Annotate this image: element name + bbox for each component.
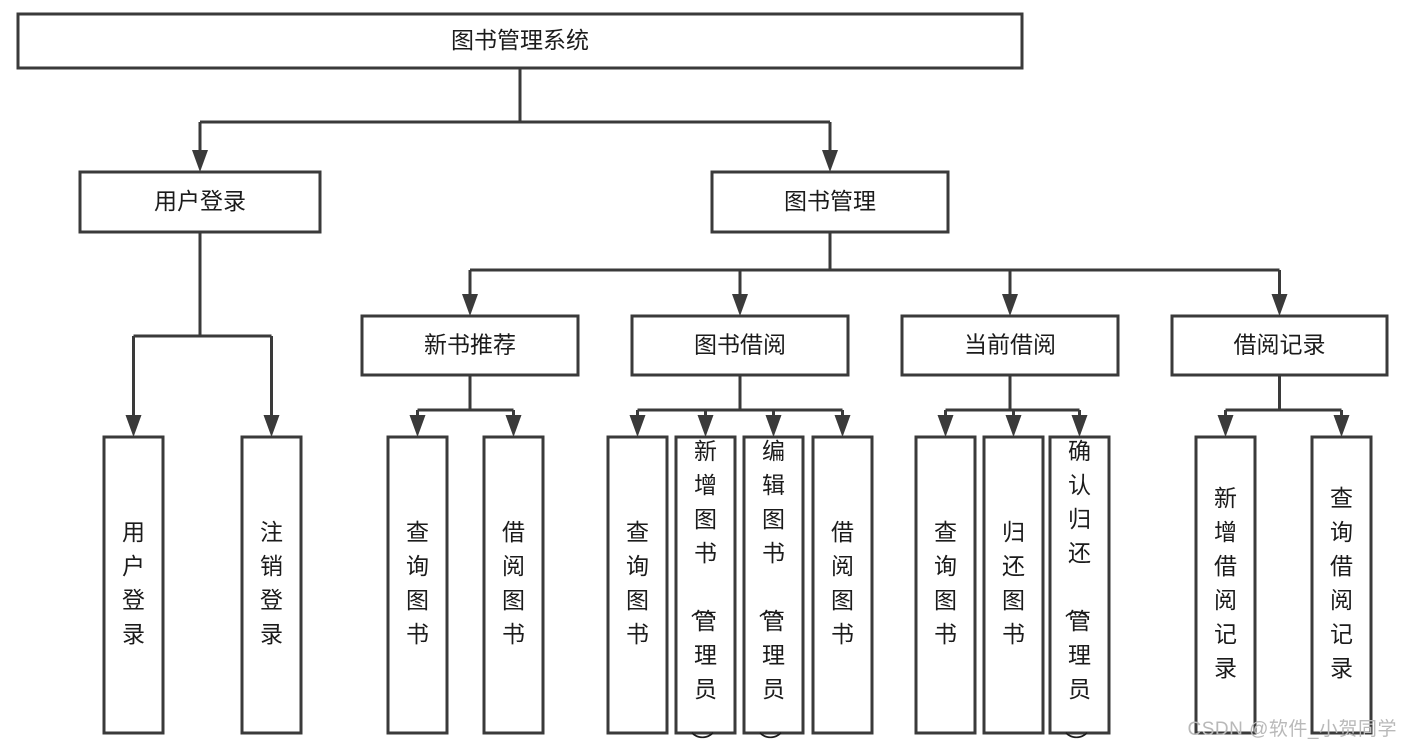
node-label-leaf-logout-login: 注销登录 bbox=[260, 519, 283, 647]
node-box-leaf-logout-login bbox=[240, 435, 303, 735]
node-new-book-recommend[interactable]: 新书推荐 bbox=[360, 314, 580, 377]
node-box-leaf-add-borrow-record bbox=[1194, 435, 1257, 735]
node-box-leaf-borrow-book bbox=[811, 435, 874, 735]
node-layer: 图书管理系统用户登录图书管理新书推荐图书借阅当前借阅借阅记录用户登录注销登录查询… bbox=[16, 12, 1389, 747]
node-box-new-book-recommend bbox=[360, 314, 580, 377]
node-box-leaf-query-book-rec bbox=[386, 435, 449, 735]
node-label-leaf-confirm-return-admin: 确认归还（管理员） bbox=[1063, 438, 1091, 747]
arrowhead-icon bbox=[1333, 415, 1350, 437]
node-box-leaf-confirm-return-admin bbox=[1048, 435, 1111, 735]
edge-layer bbox=[125, 68, 1350, 437]
node-label-current-borrow: 当前借阅 bbox=[964, 332, 1056, 358]
node-label-leaf-query-book-rec: 查询图书 bbox=[406, 519, 429, 647]
node-box-leaf-return-book bbox=[982, 435, 1045, 735]
edge-group-from-book-borrow bbox=[629, 375, 851, 437]
edge-group-from-new-book-recommend bbox=[409, 375, 522, 437]
node-root[interactable]: 图书管理系统 bbox=[16, 12, 1024, 70]
node-label-leaf-borrow-book-rec: 借阅图书 bbox=[502, 519, 525, 647]
arrowhead-icon bbox=[822, 150, 838, 172]
arrowhead-icon bbox=[765, 415, 782, 437]
node-book-borrow[interactable]: 图书借阅 bbox=[630, 314, 850, 377]
node-box-book-management bbox=[710, 170, 950, 234]
node-label-leaf-borrow-book: 借阅图书 bbox=[831, 519, 854, 647]
arrowhead-icon bbox=[937, 415, 954, 437]
node-label-leaf-user-login: 用户登录 bbox=[122, 519, 145, 647]
node-borrow-records[interactable]: 借阅记录 bbox=[1170, 314, 1389, 377]
edge-group-from-current-borrow bbox=[937, 375, 1088, 437]
arrowhead-icon bbox=[1217, 415, 1234, 437]
node-leaf-query-book-borrow[interactable]: 查询图书 bbox=[606, 435, 669, 735]
node-leaf-add-book-admin[interactable]: 新增图书（管理员） bbox=[674, 435, 737, 747]
arrowhead-icon bbox=[697, 415, 714, 437]
arrowhead-icon bbox=[629, 415, 646, 437]
node-leaf-user-login[interactable]: 用户登录 bbox=[102, 435, 165, 735]
node-box-leaf-add-book-admin bbox=[674, 435, 737, 735]
edge-group-from-user-login bbox=[125, 232, 280, 437]
node-box-leaf-edit-book-admin bbox=[742, 435, 805, 735]
node-label-book-borrow: 图书借阅 bbox=[694, 332, 786, 358]
arrowhead-icon bbox=[1271, 294, 1288, 316]
node-label-borrow-records: 借阅记录 bbox=[1234, 332, 1326, 358]
node-label-leaf-edit-book-admin: 编辑图书（管理员） bbox=[757, 438, 785, 747]
node-label-root: 图书管理系统 bbox=[451, 27, 589, 53]
node-box-current-borrow bbox=[900, 314, 1120, 377]
node-box-root bbox=[16, 12, 1024, 70]
node-leaf-query-book-rec[interactable]: 查询图书 bbox=[386, 435, 449, 735]
node-label-leaf-add-borrow-record: 新增借阅记录 bbox=[1214, 485, 1237, 681]
arrowhead-icon bbox=[1071, 415, 1088, 437]
node-label-leaf-query-book-borrow: 查询图书 bbox=[626, 519, 649, 647]
arrowhead-icon bbox=[1005, 415, 1022, 437]
arrowhead-icon bbox=[505, 415, 522, 437]
node-leaf-add-borrow-record[interactable]: 新增借阅记录 bbox=[1194, 435, 1257, 735]
node-box-user-login bbox=[78, 170, 322, 234]
node-user-login[interactable]: 用户登录 bbox=[78, 170, 322, 234]
node-box-book-borrow bbox=[630, 314, 850, 377]
node-book-management[interactable]: 图书管理 bbox=[710, 170, 950, 234]
node-label-leaf-return-book: 归还图书 bbox=[1002, 519, 1025, 647]
arrowhead-icon bbox=[125, 415, 142, 437]
node-leaf-borrow-book-rec[interactable]: 借阅图书 bbox=[482, 435, 545, 735]
node-label-leaf-query-book-current: 查询图书 bbox=[934, 519, 957, 647]
node-leaf-return-book[interactable]: 归还图书 bbox=[982, 435, 1045, 735]
edge-group-from-borrow-records bbox=[1217, 375, 1350, 437]
node-label-book-management: 图书管理 bbox=[784, 188, 876, 214]
arrowhead-icon bbox=[263, 415, 280, 437]
node-box-leaf-query-book-borrow bbox=[606, 435, 669, 735]
node-label-user-login: 用户登录 bbox=[154, 188, 246, 214]
node-leaf-query-book-current[interactable]: 查询图书 bbox=[914, 435, 977, 735]
node-current-borrow[interactable]: 当前借阅 bbox=[900, 314, 1120, 377]
node-box-borrow-records bbox=[1170, 314, 1389, 377]
node-box-leaf-query-borrow-record bbox=[1310, 435, 1373, 735]
edge-group-from-root bbox=[192, 68, 838, 172]
node-label-new-book-recommend: 新书推荐 bbox=[424, 332, 516, 358]
edge-group-from-book-management bbox=[462, 232, 1288, 316]
node-leaf-edit-book-admin[interactable]: 编辑图书（管理员） bbox=[742, 435, 805, 747]
arrowhead-icon bbox=[409, 415, 426, 437]
node-leaf-query-borrow-record[interactable]: 查询借阅记录 bbox=[1310, 435, 1373, 735]
node-leaf-borrow-book[interactable]: 借阅图书 bbox=[811, 435, 874, 735]
node-leaf-logout-login[interactable]: 注销登录 bbox=[240, 435, 303, 735]
arrowhead-icon bbox=[192, 150, 208, 172]
node-leaf-confirm-return-admin[interactable]: 确认归还（管理员） bbox=[1048, 435, 1111, 747]
arrowhead-icon bbox=[732, 294, 748, 316]
node-label-leaf-add-book-admin: 新增图书（管理员） bbox=[689, 438, 717, 747]
arrowhead-icon bbox=[1002, 294, 1018, 316]
arrowhead-icon bbox=[462, 294, 478, 316]
node-box-leaf-user-login bbox=[102, 435, 165, 735]
node-box-leaf-borrow-book-rec bbox=[482, 435, 545, 735]
node-label-leaf-query-borrow-record: 查询借阅记录 bbox=[1330, 485, 1353, 681]
arrowhead-icon bbox=[834, 415, 851, 437]
node-box-leaf-query-book-current bbox=[914, 435, 977, 735]
